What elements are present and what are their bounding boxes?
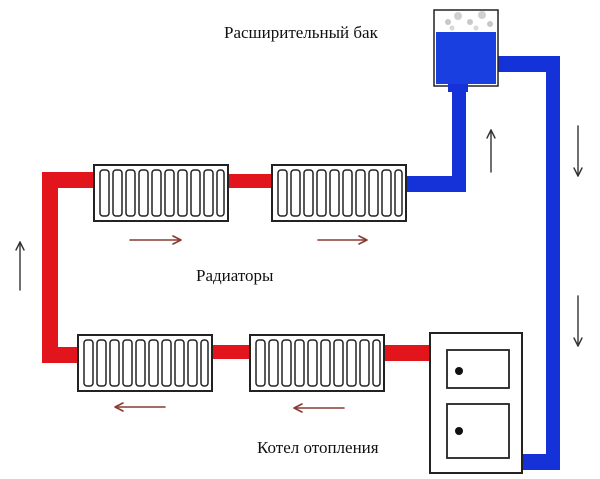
cold-pipes xyxy=(406,56,560,470)
hot-pipe-left-vertical xyxy=(42,172,58,363)
cold-pipe-right-vertical xyxy=(546,56,560,470)
hot-pipes xyxy=(42,172,432,363)
cold-pipe-tank-drop xyxy=(452,82,466,192)
arrow-down-upper xyxy=(573,125,583,177)
hot-pipe-bottom-middle xyxy=(210,345,252,359)
arrow-up-left xyxy=(15,241,25,291)
boiler-label: Котел отопления xyxy=(257,438,379,457)
radiators-label: Радиаторы xyxy=(196,266,274,285)
hot-pipe-top-middle xyxy=(226,174,272,188)
radiator-top-left xyxy=(93,164,229,222)
arrow-up-tank xyxy=(486,129,496,173)
arrow-right-1 xyxy=(129,235,182,245)
boiler-upper-handle xyxy=(455,367,463,375)
tank-water xyxy=(436,32,496,84)
radiator-top-right xyxy=(271,164,407,222)
arrow-down-lower xyxy=(573,295,583,347)
radiator-bottom-left xyxy=(77,334,213,392)
hot-pipe-bottom-right xyxy=(382,345,432,361)
boiler-lower-handle xyxy=(455,427,463,435)
radiator-bottom-right xyxy=(249,334,385,392)
expansion-tank-label: Расширительный бак xyxy=(224,23,378,42)
arrow-left-1 xyxy=(114,402,166,412)
arrow-right-2 xyxy=(317,235,368,245)
heating-boiler xyxy=(429,332,523,474)
arrow-left-2 xyxy=(293,403,345,413)
tank-outlet-left xyxy=(448,84,468,92)
cold-pipe-boiler-return xyxy=(520,454,560,470)
hot-pipe-bottom-left xyxy=(42,347,78,363)
expansion-tank xyxy=(433,9,499,92)
cold-pipe-tank-top xyxy=(496,56,560,72)
cold-pipe-top-right xyxy=(406,176,466,192)
flow-arrows xyxy=(15,125,583,413)
hot-pipe-top-left xyxy=(42,172,94,188)
